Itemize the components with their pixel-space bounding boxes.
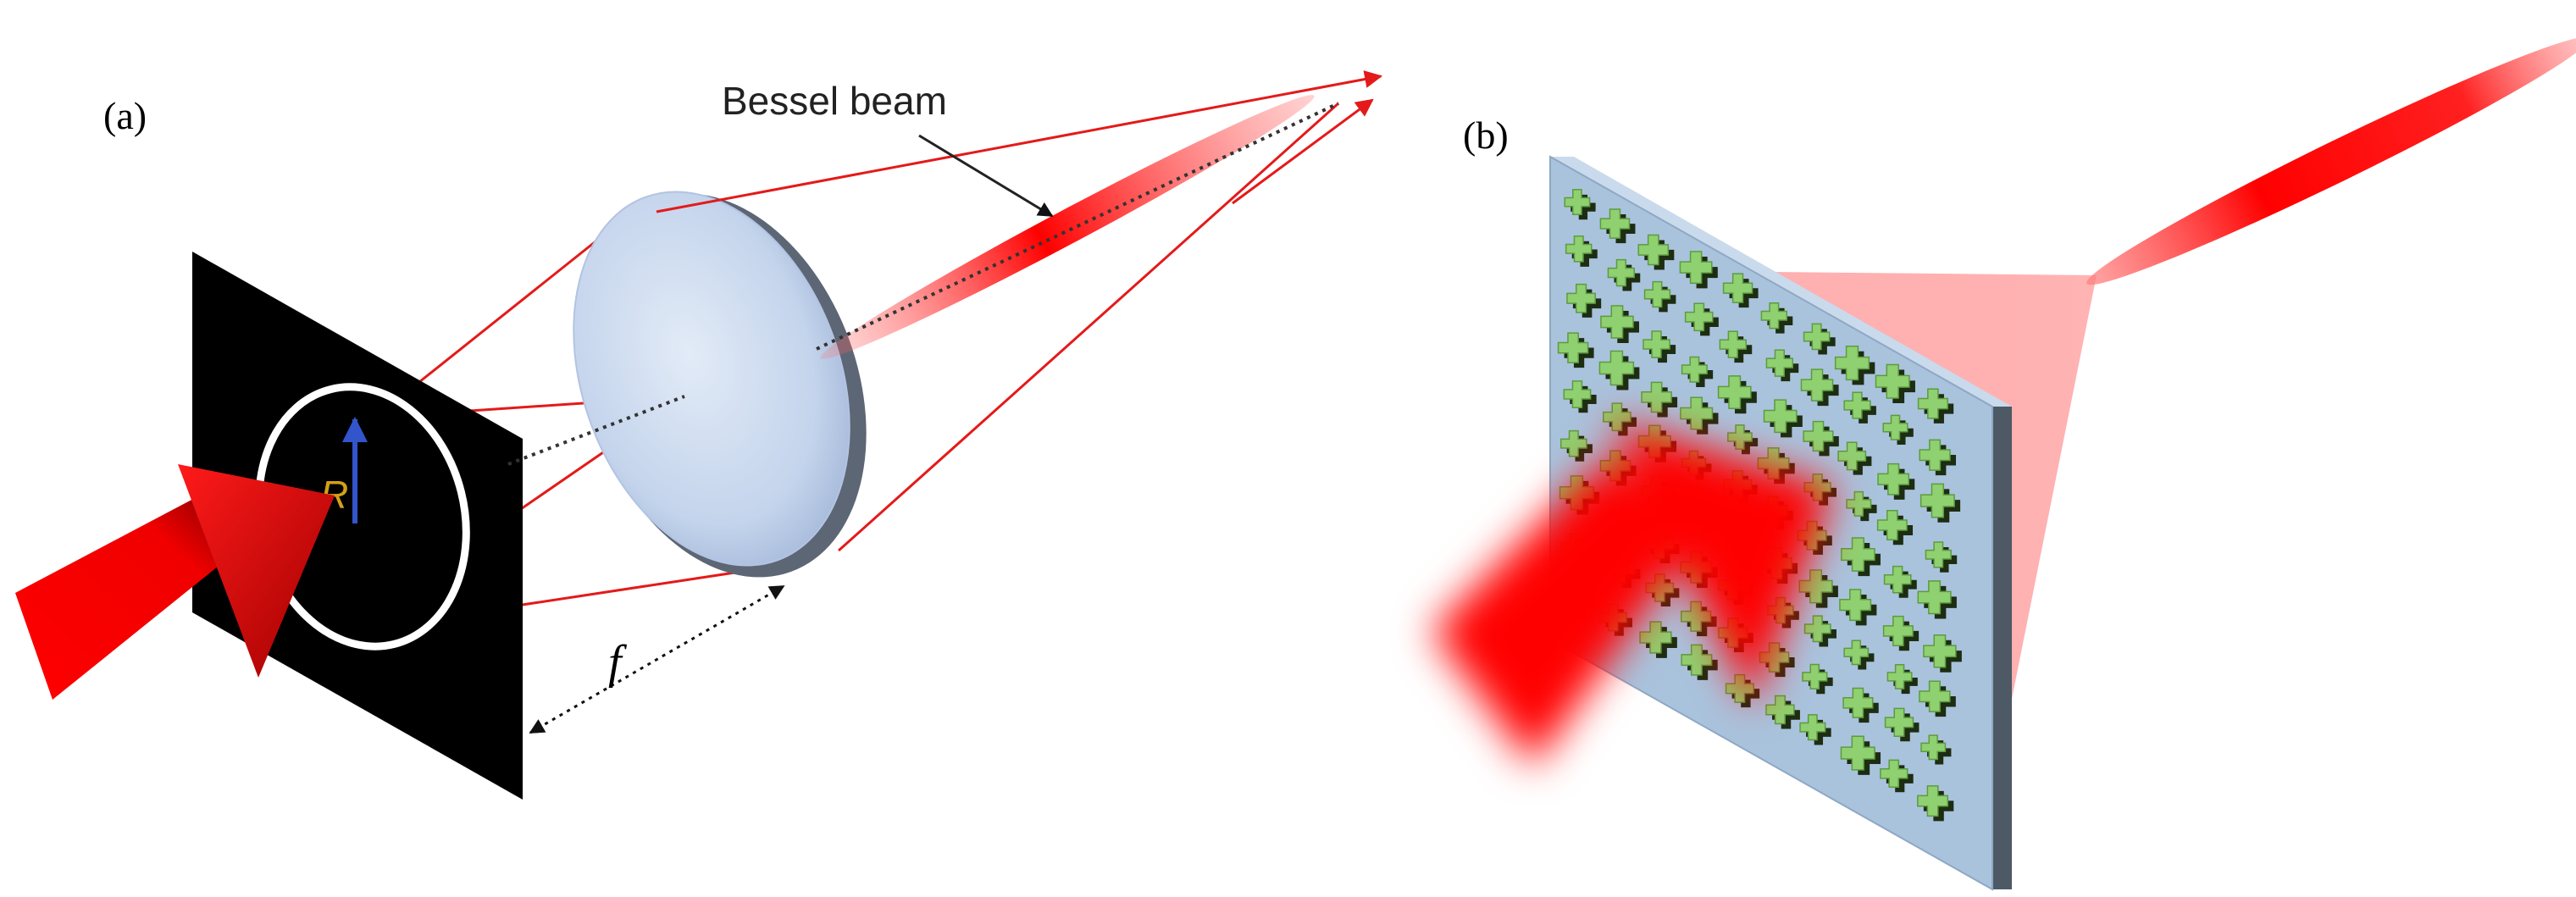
nanopillar [1637,234,1675,270]
panel-a-label: (a) [103,94,147,137]
nanopillar [1564,189,1596,220]
nanopillar [1599,208,1636,244]
nanopillar [1679,251,1718,289]
nanopillar [1799,714,1831,745]
nanopillar [1880,759,1914,793]
nanopillar [1763,399,1803,438]
nanopillar [1798,569,1838,608]
bessel-beam-b [2086,36,2576,285]
nanopillar [1760,302,1793,334]
nanopillar [1917,785,1954,822]
nanopillar [1684,302,1719,336]
nanopillar [1917,580,1957,619]
nanopillar [1800,368,1839,407]
nanopillar [1641,381,1678,418]
nanopillar [1680,396,1719,435]
nanopillar [1919,680,1956,717]
nanopillar [1882,414,1914,445]
nanopillar [1598,350,1640,390]
nanopillar [1681,356,1714,388]
nanopillar [1717,375,1757,414]
nanopillar [1643,330,1676,363]
nanopillar [1727,424,1759,455]
nanopillar [1765,695,1800,729]
focal-length-indicator: f [529,584,785,734]
nanopillar [1842,687,1879,723]
nanopillar [1600,305,1639,344]
nanopillar [1840,735,1881,775]
nanopillar [1882,615,1920,651]
nanopillar [1559,429,1593,462]
nanopillar [1884,707,1920,742]
nanopillar [1557,332,1594,368]
nanopillar [1803,420,1839,457]
nanopillar [1565,235,1598,267]
nanopillar [1846,490,1877,522]
nanopillar [1607,258,1641,291]
nanopillar [1839,589,1877,626]
nanopillar [1843,640,1875,670]
nanopillar [1834,346,1875,385]
nanopillar [1803,323,1836,355]
nanopillar [1843,391,1876,424]
nanopillar [1802,663,1833,695]
lens-to-focus-rays [656,70,1383,552]
nanopillar [1925,541,1958,573]
nanopillar [1639,621,1677,658]
optical-axis [507,395,685,466]
incident-beam-b [1432,419,1834,767]
nanopillar [1883,565,1917,598]
nanopillar [1837,441,1872,475]
nanopillar [1886,663,1918,695]
nanopillar [1876,510,1914,545]
nanopillar [1722,273,1759,308]
nanopillar [1841,537,1881,577]
lens [573,191,867,578]
panel-b-label: (b) [1463,114,1509,157]
focal-length-label: f [608,636,628,689]
bessel-beam-label: Bessel beam [722,79,947,123]
nanopillar [1643,280,1676,313]
nanopillar [1917,388,1954,424]
nanopillar [1877,462,1915,500]
nanopillar [1875,363,1915,403]
incident-beam-a [15,464,335,700]
nanopillar [1920,734,1952,765]
nanopillar [1719,330,1753,363]
nanopillar [1566,283,1602,318]
nanopillar [1765,349,1799,382]
nanopillar [1920,483,1961,523]
nanopillar [1681,644,1718,680]
bessel-beam-pointer [918,134,1054,218]
nanopillar [1923,634,1962,673]
nanopillar [1563,380,1597,413]
nanopillar [1919,439,1957,476]
nanopillar [1803,615,1836,647]
bessel-beam-a [816,95,1339,359]
